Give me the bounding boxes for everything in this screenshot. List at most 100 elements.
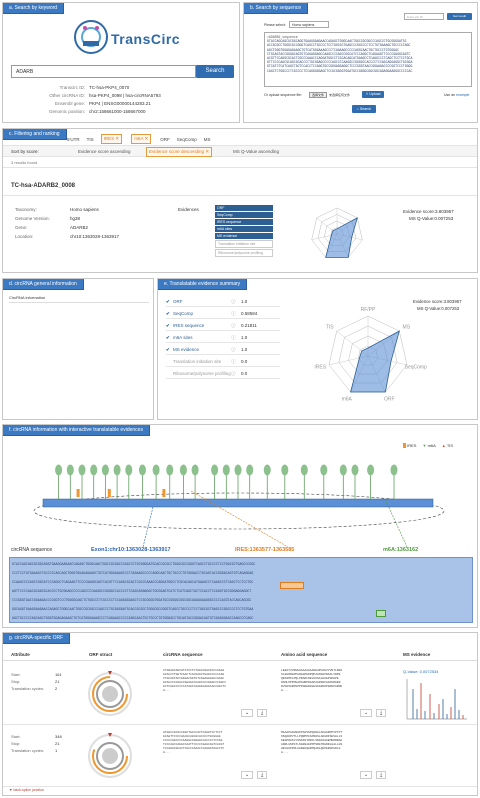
results-count: 3 results found [11,160,38,165]
browse-file-button[interactable]: 选择文件 [309,92,328,98]
filter-seqcomp[interactable]: SeqComp [176,136,197,142]
evidence-tag[interactable]: ORF [215,205,273,211]
filter-ms[interactable]: MS [203,136,211,142]
m6a-highlight[interactable] [376,610,386,617]
expand-button[interactable]: ⌄ [241,771,254,779]
aa-line: RAMLPPPPEAPAHRPRGAPAGPRGPAGPGRGER [281,681,341,684]
evidence-tag[interactable]: IRES sequence [215,219,273,225]
ires-annotation[interactable]: IRES:1363577-1363585 [235,547,295,553]
aa-line: GNRLGSPGTLSGRGAGPPPSRGTRGRRLGALLGS [281,743,343,746]
orf-attr-value: 21 [55,679,60,684]
exon-bar [42,498,434,508]
upload-button[interactable]: ⇧ Upload [362,91,384,98]
record-id-link[interactable]: TC-hsa-ADARB2_0008 [11,183,76,189]
evidence-tag-off[interactable]: Translation initiation site [215,240,273,248]
info-icon[interactable]: ⓘ [231,346,236,352]
info-key: Other circRNA ID: [49,93,85,98]
m6a-marker [367,464,375,476]
rna-line: TCCCAGCCAGGCCAATTCCCCCGAGCAGTCACGT [163,743,225,746]
rna-line: ATGGCCGCGCCGGCTGCCCACTCAGGTCCTCCT [163,731,223,734]
sequence-search-button[interactable]: ⌕ Search [352,105,376,113]
panel-circrna-interactive: f. circRNA information with interactive … [2,424,478,628]
close-icon[interactable]: ✕ [205,149,210,154]
download-icon[interactable]: ⤓ [376,771,387,779]
info-icon[interactable]: ⓘ [231,298,236,304]
filter-orf[interactable]: ORF [160,136,170,142]
filter-ires[interactable]: IRES ✕ [100,134,123,144]
check-icon: ✔ [166,346,170,352]
keyword-search-button[interactable]: Search [196,65,234,78]
sort-label: Sort by score: [11,149,39,154]
evidence-value: 1.0 [241,347,248,352]
info-icon[interactable]: ⓘ [231,334,236,340]
sort-msq-asc[interactable]: MS Q-Value ascending [233,149,279,154]
keyword-search-input[interactable]: ADARB [11,65,196,78]
filter-m6a[interactable]: m6A ✕ [131,134,152,144]
circle-outline [33,492,445,530]
ms-q-text: MS Q-Value:0.007253 [409,216,454,221]
radar-label: RF/PP [361,307,376,313]
close-icon[interactable]: ✕ [114,136,120,141]
info-icon[interactable]: ⓘ [231,358,236,364]
m6a-marker [211,464,219,476]
sort-evidence-asc[interactable]: Evidence score ascending [78,149,131,154]
orf-attr-key: Translation cycles: [11,686,44,691]
info-icon[interactable]: ⓘ [231,322,236,328]
aa-line: HRLGGPPDLGAREGQGRPQARLQGPERGPGRLG [281,747,341,750]
aa-line: KEGPRASLVSSGSSTRRFLSRGPAAGEMERRRAG [281,739,343,742]
job-id-input[interactable]: Enter job ID [404,13,444,20]
sequence-textarea[interactable]: >ADARB2_sequence GTACCAGCAGCGCGGCAGGTGAA… [264,32,472,87]
evidence-name: m6A sites [173,335,193,340]
evidence-tag[interactable]: MS evidence [215,233,273,239]
get-result-button[interactable]: Get result [447,13,472,20]
m6a-marker [179,464,187,476]
aa-line: QRASMPLPQLPRADFREVGGSALEKEPGPEPE [281,677,339,680]
info-icon[interactable]: ⓘ [231,310,236,316]
filter-5utr[interactable]: 5'UTR [67,136,80,142]
sequence-line: GTACCAGCAGCGCGGCAGGTGAAGGAAGAACCAGAGCTGG… [267,39,407,44]
circrna-sequence-block[interactable]: GTACCAGCAGCGCGGCAGGTGAAGGAAGAACCAGAGCTGG… [9,557,473,623]
circrna-track[interactable] [3,443,478,563]
species-select[interactable]: Homo sapiens [289,21,329,28]
evidence-tag-off[interactable]: Ribosome/polysome profiling [215,249,273,257]
close-icon[interactable]: ✕ [143,136,149,141]
info-icon[interactable]: ⓘ [231,370,236,376]
sort-evidence-desc[interactable]: Evidence score descending ✕ [146,147,213,157]
filter-label: m6A [134,136,144,141]
download-icon[interactable]: ⤓ [376,709,387,717]
download-icon[interactable]: ⤓ [257,771,268,779]
evidence-tag[interactable]: m6A sites [215,226,273,232]
orf-attr-line: Translation cycles:2 [11,685,62,692]
ires-highlight[interactable] [280,582,304,589]
example-link[interactable]: example [456,93,470,97]
exon-annotation[interactable]: Exon1:chr10:1363028-1363917 [91,547,171,553]
ires-icon [403,443,406,449]
download-icon[interactable]: ⤓ [257,709,268,717]
m6a-marker [222,464,230,476]
m6a-annotation[interactable]: m6A:1363162 [383,547,419,553]
orf-attr-value: 21 [55,741,60,746]
expand-button[interactable]: ⌄ [241,709,254,717]
m6a-icon: ▼ [422,443,427,448]
expand-button[interactable]: ⌄ [360,771,373,779]
m6a-marker [138,464,146,476]
col-ms-evidence: MS evidence [403,652,431,657]
filter-tis[interactable]: TIS [86,136,94,142]
info-row: Other circRNA ID:hsa-PKP4_0098 | hsa-cir… [33,93,233,101]
sequence-line: ACGTTCCAGGCGCACTCGCCCAAACCCAGGATGGCCTCGC… [267,56,413,61]
col-circrna-seq: circRNA sequence [163,652,203,657]
m6a-marker [300,464,308,476]
info-value: PKP4 | ENSG00000144283.21 [89,101,151,106]
expand-button[interactable]: ⌄ [360,709,373,717]
evidence-tag[interactable]: SeqComp [215,212,273,218]
